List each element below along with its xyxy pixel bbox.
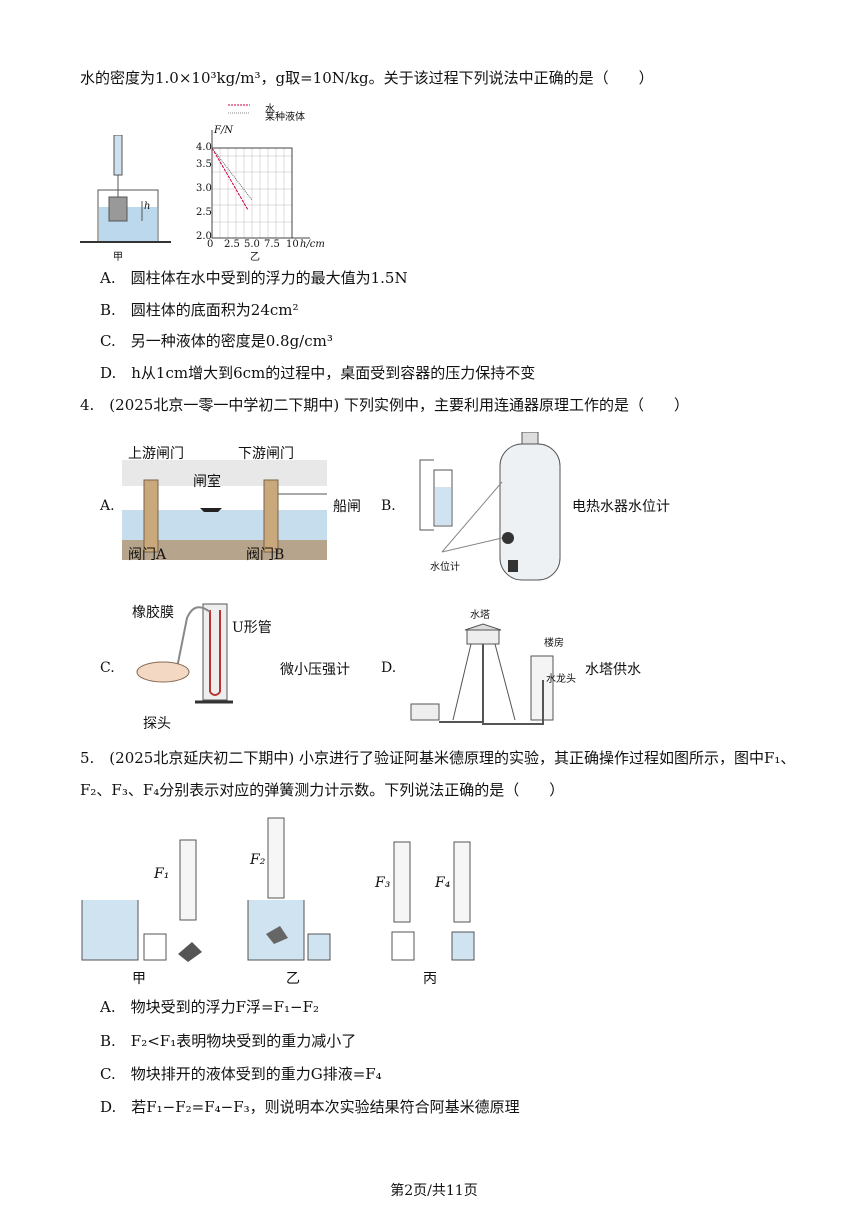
q4-d-letter: D.: [381, 660, 397, 676]
ytick: 3.0: [196, 183, 212, 194]
u-tube-label: U形管: [232, 620, 272, 636]
q4-stem: 4. (2025北京一零一中学初二下期中) 下列实例中，主要利用连通器原理工作的…: [80, 396, 689, 414]
q5-stem-line1: 5. (2025北京延庆初二下期中) 小京进行了验证阿基米德原理的实验，其正确操…: [80, 749, 796, 767]
label-f4: F₄: [435, 875, 451, 891]
label-f1: F₁: [154, 866, 170, 882]
ship-lock-figure: [122, 460, 327, 560]
legend-liquid: 某种液体: [265, 112, 305, 123]
fig-jia-caption: 甲: [113, 252, 123, 263]
tap-label: 水龙头: [546, 674, 576, 685]
valve-icon: [502, 532, 514, 544]
h-label: h: [144, 201, 151, 212]
xtick: 10: [286, 239, 299, 250]
q3-option-b: B. 圆柱体的底面积为24cm²: [100, 301, 299, 319]
graph-ylabel: F/N: [214, 125, 234, 136]
archimedes-experiment-figure: [81, 817, 475, 962]
building-label: 楼房: [544, 638, 564, 649]
legend-water: 水: [265, 104, 275, 115]
q5-option-c: C. 物块排开的液体受到的重力G排液=F₄: [100, 1065, 382, 1083]
q5-option-a: A. 物块受到的浮力F浮=F₁−F₂: [100, 998, 319, 1016]
pressure-gauge-name: 微小压强计: [280, 662, 350, 678]
label-f3: F₃: [375, 875, 391, 891]
valve-a-label: 阀门A: [128, 547, 167, 563]
rubber-membrane-label: 橡胶膜: [132, 605, 174, 621]
water-tower-label: 水塔: [470, 610, 490, 621]
micro-pressure-gauge-figure: [136, 603, 233, 704]
ytick: 3.5: [196, 159, 212, 170]
ytick: 2.0: [196, 231, 212, 242]
probe-label: 探头: [143, 716, 171, 732]
q3-option-d: D. h从1cm增大到6cm的过程中，桌面受到容器的压力保持不变: [100, 364, 536, 382]
xtick: 2.5: [224, 239, 240, 250]
caption-jia: 甲: [132, 971, 146, 987]
water-heater-gauge-name: 电热水器水位计: [572, 499, 670, 515]
ytick: 2.5: [196, 207, 212, 218]
q3-stem-tail: 水的密度为1.0×10³kg/m³，g取=10N/kg。关于该过程下列说法中正确…: [80, 69, 654, 87]
caption-yi: 乙: [286, 971, 300, 987]
hand-icon: [136, 661, 190, 683]
boat-icon: [200, 508, 222, 512]
q5-stem-line2: F₂、F₃、F₄分别表示对应的弹簧测力计示数。下列说法正确的是（ ）: [80, 781, 565, 799]
graph-xlabel: h/cm: [300, 239, 325, 250]
lock-chamber-label: 闸室: [193, 474, 221, 490]
q4-b-letter: B.: [381, 498, 396, 514]
water-tower-figure: [410, 623, 554, 725]
water-gauge-label: 水位计: [430, 562, 460, 573]
ship-lock-label: 船闸: [333, 499, 361, 515]
spring-scale-icon: [179, 839, 197, 921]
q3-figure-jia: [80, 135, 171, 243]
ytick: 4.0: [196, 142, 212, 153]
valve-b-label: 阀门B: [246, 547, 285, 563]
q5-option-b: B. F₂<F₁表明物块受到的重力减小了: [100, 1032, 357, 1050]
q5-option-d: D. 若F₁−F₂=F₄−F₃，则说明本次实验结果符合阿基米德原理: [100, 1098, 520, 1116]
label-f2: F₂: [250, 852, 266, 868]
q4-a-letter: A.: [100, 498, 115, 514]
downstream-gate-label: 下游闸门: [238, 446, 294, 462]
q4-c-letter: C.: [100, 660, 115, 676]
graph-grid: [212, 148, 292, 238]
q3-option-a: A. 圆柱体在水中受到的浮力的最大值为1.5N: [100, 269, 408, 287]
xtick: 7.5: [264, 239, 280, 250]
q3-graph: [211, 104, 310, 239]
upstream-gate-label: 上游闸门: [128, 446, 184, 462]
xtick: 5.0: [244, 239, 260, 250]
fig-yi-caption: 乙: [250, 252, 260, 263]
q3-option-c: C. 另一种液体的密度是0.8g/cm³: [100, 332, 333, 350]
xtick: 0: [207, 239, 214, 250]
water-tower-supply-name: 水塔供水: [585, 662, 641, 678]
water-heater-figure: [419, 432, 561, 581]
page-footer: 第2页/共11页: [390, 1183, 478, 1199]
caption-bing: 丙: [423, 971, 437, 987]
